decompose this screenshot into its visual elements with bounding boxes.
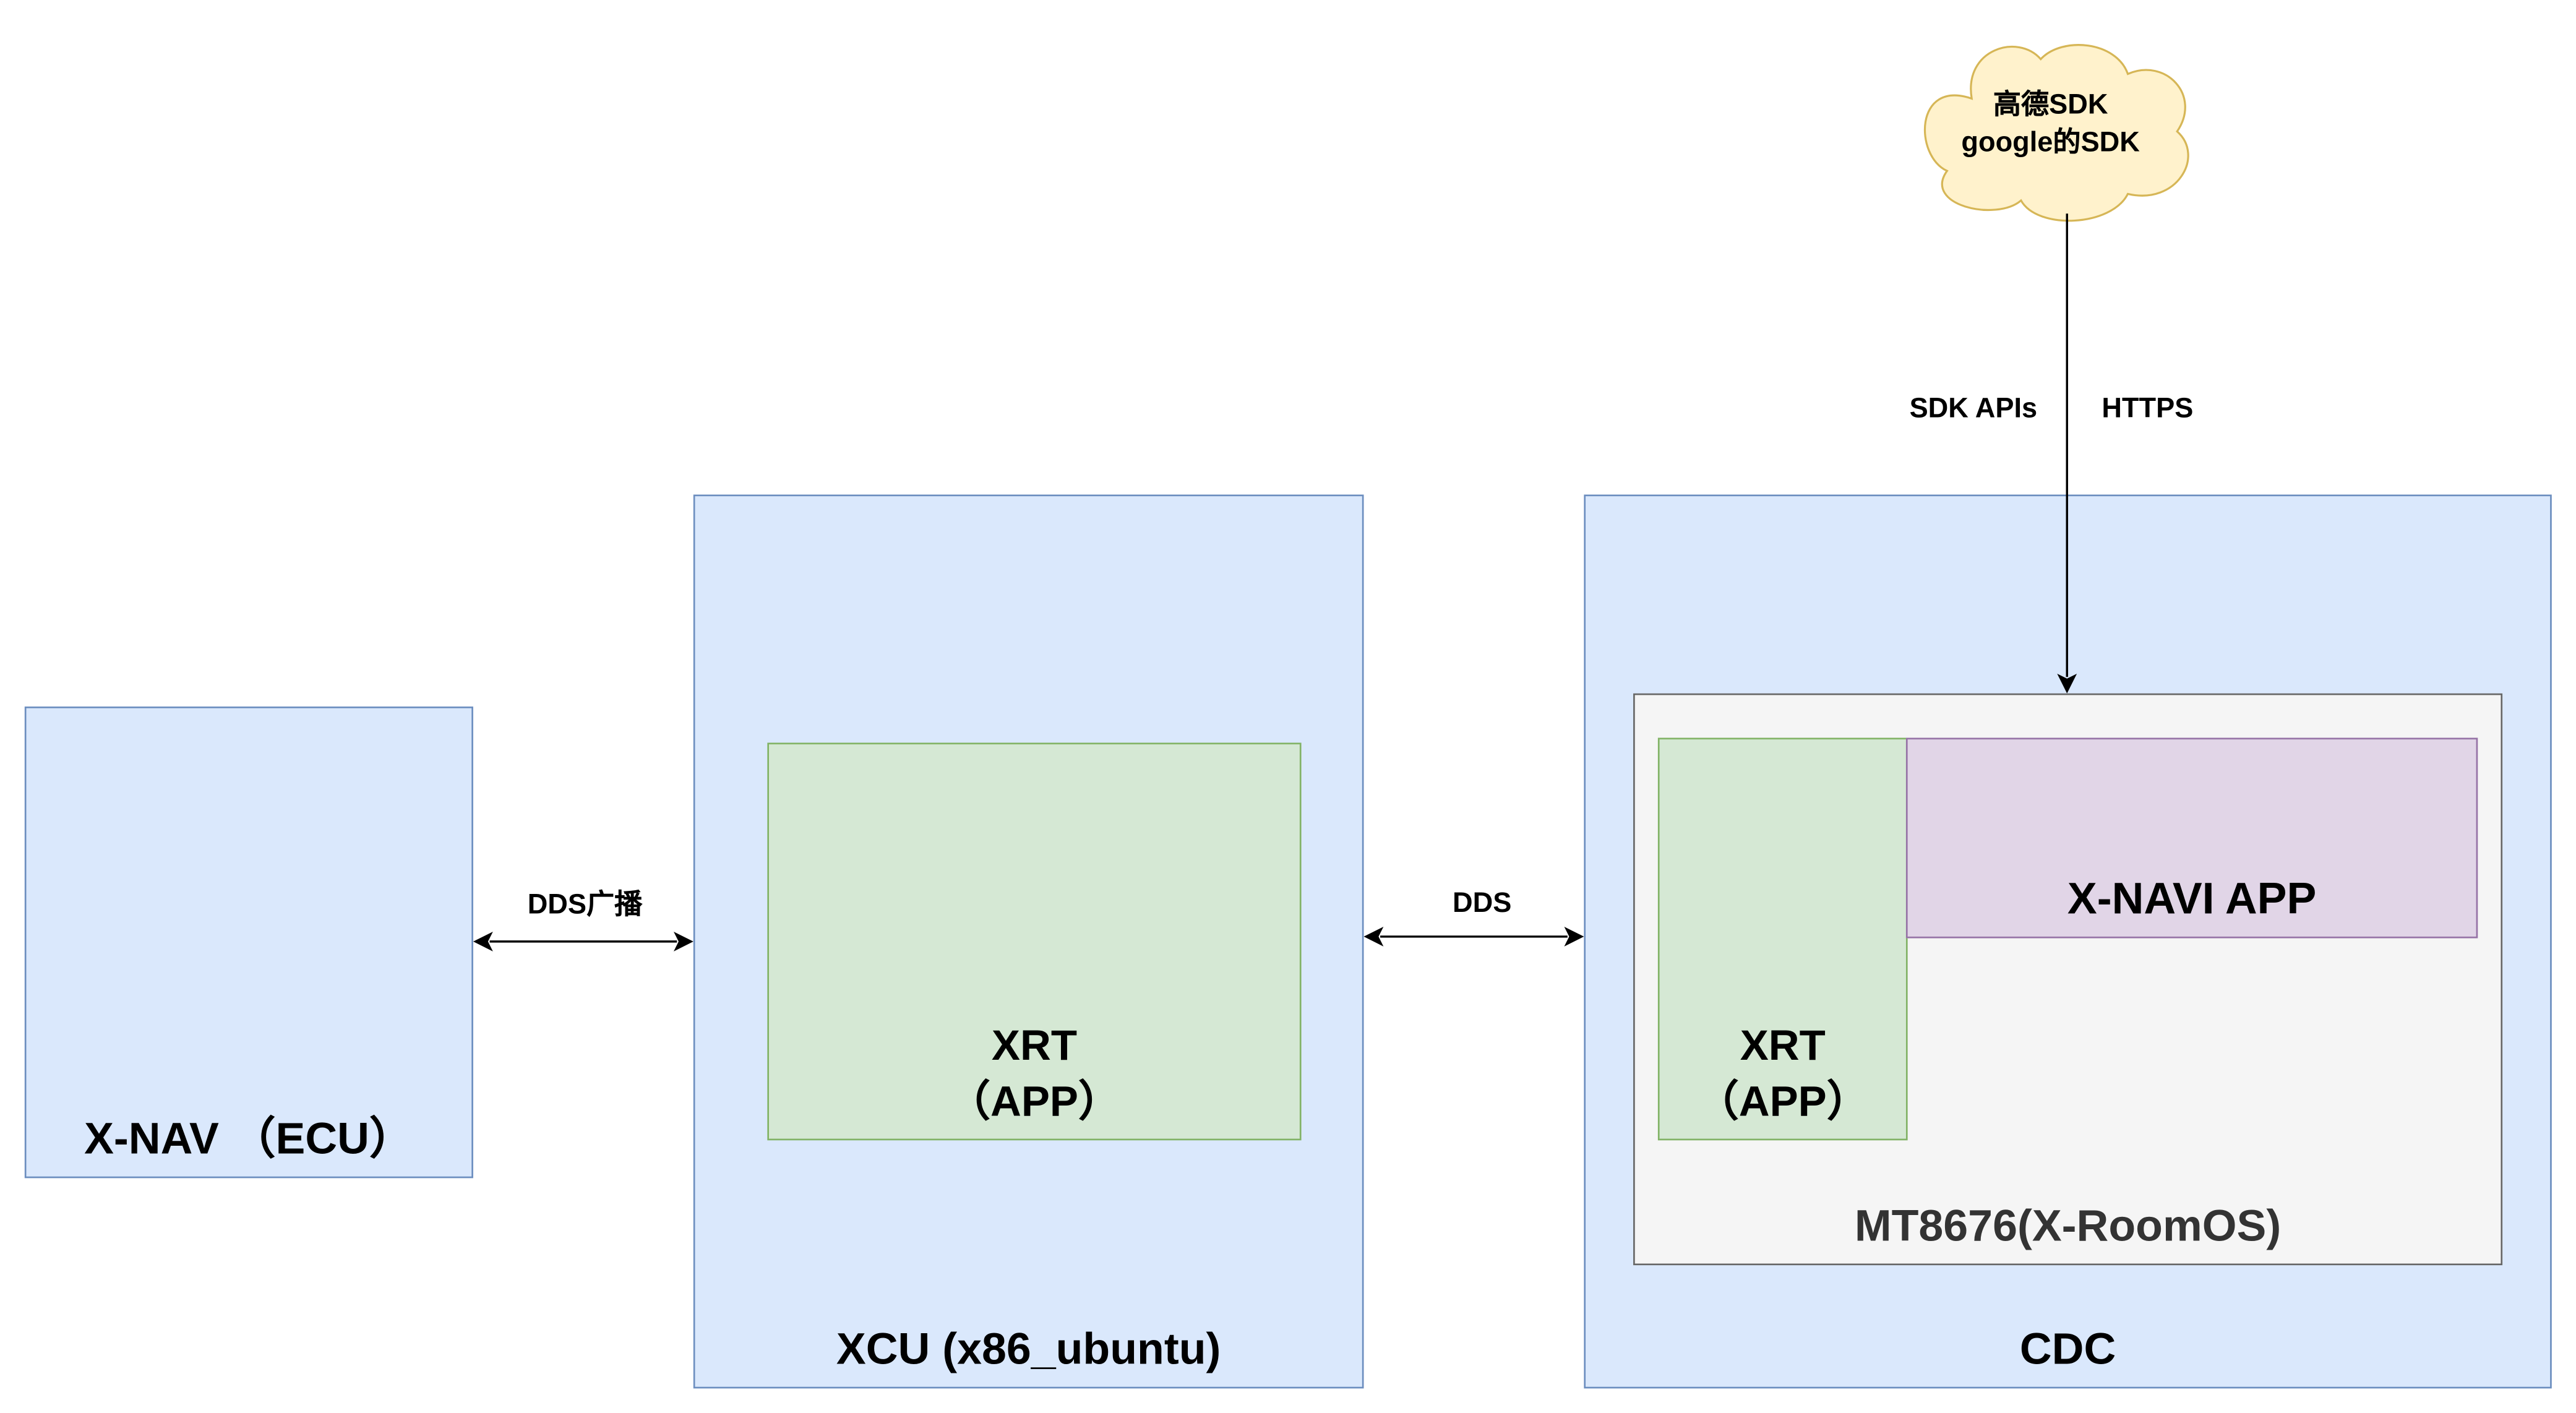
edge-label-sdk-apis: SDK APIs — [1909, 392, 2038, 424]
cdc-xrt-app-box[interactable] — [1657, 737, 1908, 1141]
cloud-line1: 高德SDK — [1993, 88, 2108, 120]
cdc-xrt-app-line2: （APP） — [1696, 1076, 1870, 1126]
cdc-xrt-app-line1: XRT — [1740, 1020, 1826, 1070]
xnavi-app-box[interactable] — [1905, 737, 2478, 938]
arrow-right-xcu — [673, 931, 693, 951]
xnav-ecu-box[interactable] — [24, 706, 473, 1179]
edge-label-dds: DDS — [1453, 887, 1512, 919]
cloud-shape[interactable] — [1923, 44, 2189, 222]
arrow-left-xnav — [473, 931, 493, 951]
mt8676-label: MT8676(X-RoomOS) — [1854, 1201, 2282, 1251]
cdc-label: CDC — [2019, 1324, 2116, 1374]
edge-label-dds-broadcast: DDS广播 — [527, 888, 643, 921]
xcu-xrt-app-line1: XRT — [991, 1020, 1078, 1070]
arrow-right-cdc — [1564, 926, 1584, 947]
xcu-xrt-app-line2: （APP） — [947, 1076, 1122, 1126]
xnav-ecu-label: X-NAV （ECU） — [84, 1114, 414, 1164]
arrow-left-xcu — [1363, 926, 1384, 947]
edge-label-https: HTTPS — [2102, 392, 2194, 424]
arrow-down-mt8676 — [2057, 673, 2077, 694]
xcu-xrt-app-box[interactable] — [767, 742, 1302, 1141]
xnavi-app-label: X-NAVI APP — [2067, 874, 2317, 924]
cloud-line2: google的SDK — [1961, 126, 2140, 158]
xcu-label: XCU (x86_ubuntu) — [836, 1324, 1221, 1374]
